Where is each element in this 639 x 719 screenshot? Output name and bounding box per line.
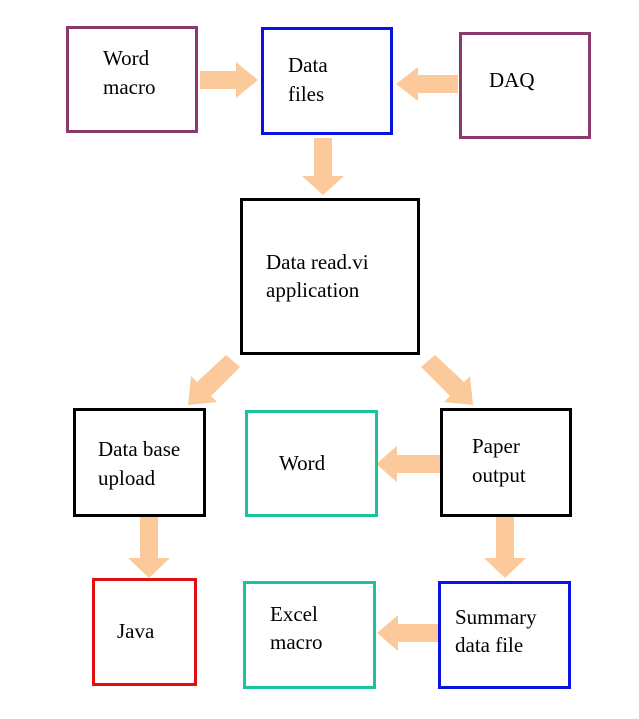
node-summary-file <box>438 581 571 689</box>
node-java <box>92 578 197 686</box>
node-word <box>245 410 378 517</box>
arrow-data-read-to-database-upload <box>188 355 240 405</box>
arrow-paper-output-to-word <box>376 446 440 482</box>
arrow-database-upload-to-java <box>128 517 170 578</box>
node-excel-macro <box>243 581 376 689</box>
node-data-read-line1: Data read.vi <box>266 250 369 274</box>
arrow-word-macro-to-data-files <box>200 62 258 98</box>
arrow-paper-output-to-summary-file <box>484 517 526 578</box>
node-paper-output-line1: Paper <box>472 434 520 458</box>
node-daq-line1: DAQ <box>489 68 535 92</box>
node-paper-output <box>440 408 572 517</box>
node-data-files <box>261 27 393 135</box>
arrow-daq-to-data-files <box>396 67 458 101</box>
node-word-macro-line1: Word <box>103 46 150 70</box>
node-data-read-line2: application <box>266 278 360 302</box>
arrow-data-read-to-paper-output <box>421 355 473 405</box>
arrow-data-files-to-data-read <box>302 138 344 195</box>
node-database-upload <box>73 408 206 517</box>
node-summary-file-line2: data file <box>455 633 524 657</box>
node-summary-file-line1: Summary <box>455 605 537 629</box>
node-java-line1: Java <box>117 619 155 643</box>
node-word-macro-line2: macro <box>103 75 156 99</box>
node-excel-macro-line1: Excel <box>270 602 318 626</box>
node-word-macro <box>66 26 198 133</box>
node-word-line1: Word <box>279 451 326 475</box>
node-data-read <box>240 198 420 355</box>
node-database-upload-line2: upload <box>98 466 156 490</box>
node-paper-output-line2: output <box>472 463 526 487</box>
node-data-files-line1: Data <box>288 53 328 77</box>
arrow-summary-file-to-excel-macro <box>377 615 440 651</box>
node-database-upload-line1: Data base <box>98 437 181 461</box>
node-data-files-line2: files <box>288 82 325 106</box>
node-excel-macro-line2: macro <box>270 630 323 654</box>
node-daq <box>459 32 591 139</box>
